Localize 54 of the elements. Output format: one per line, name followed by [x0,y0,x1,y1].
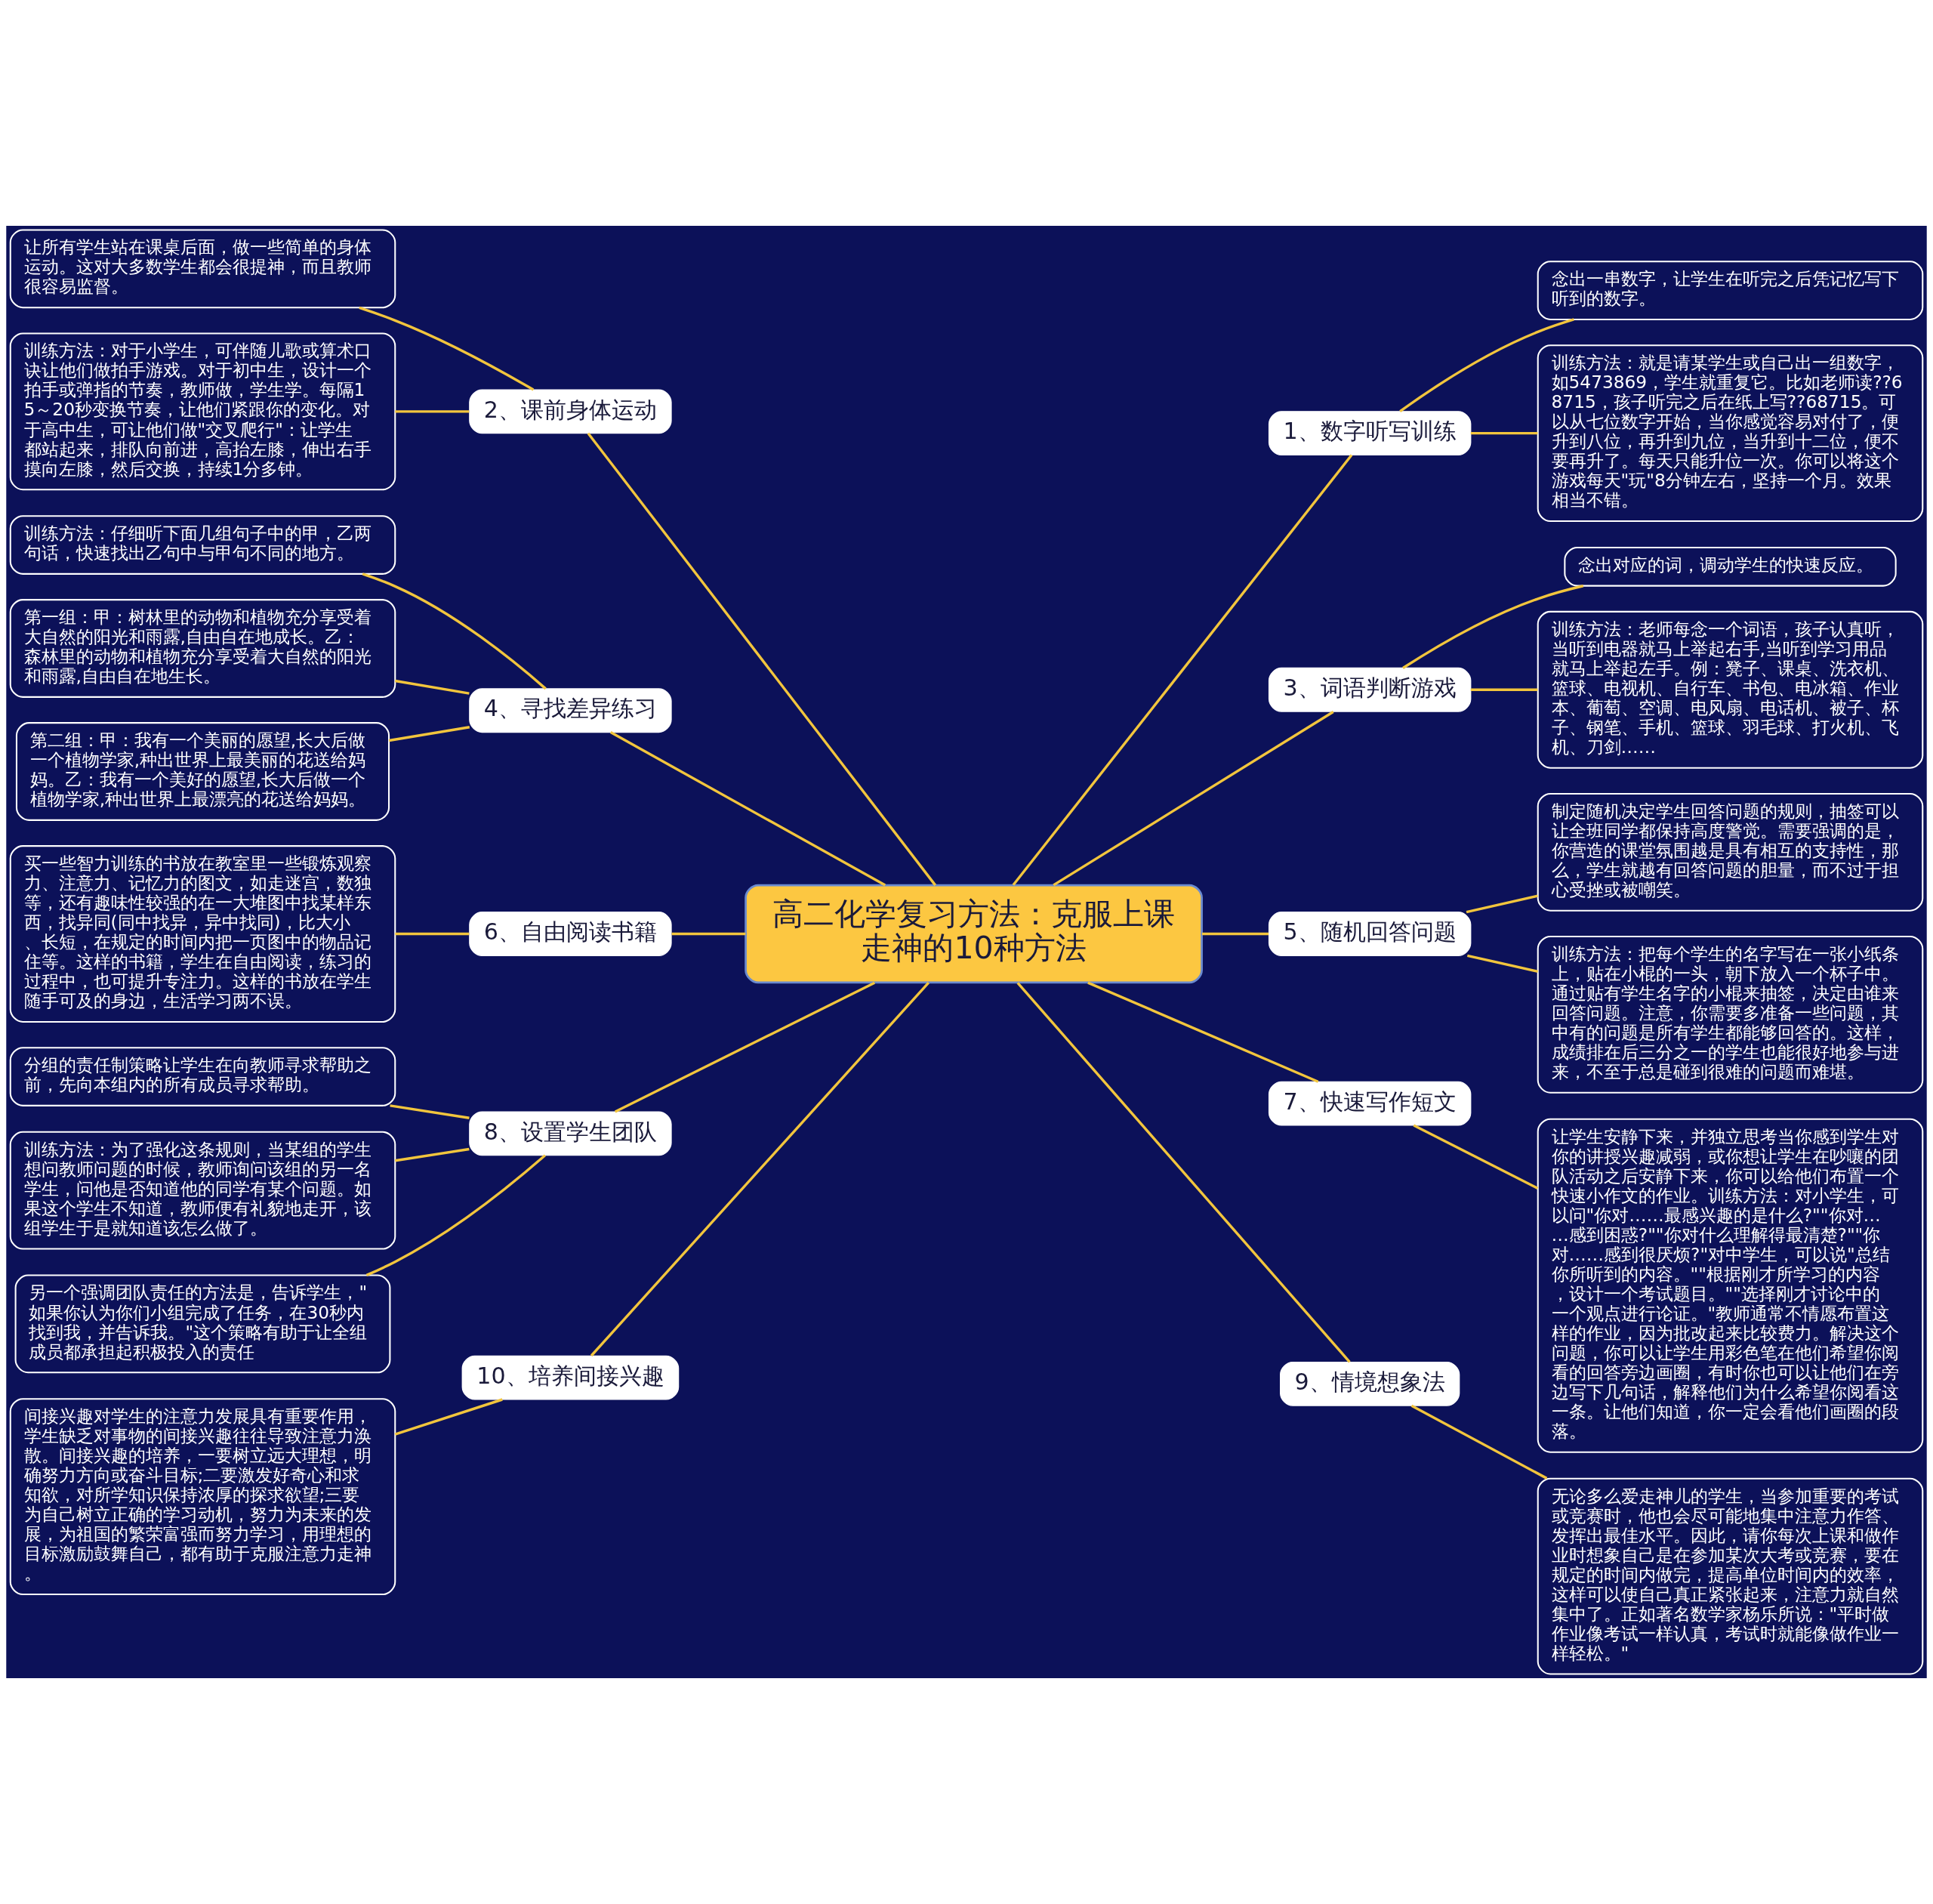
node-box: 训练方法：就是请某学生或自己出一组数字，如5473869，学生就重复它。比如老师读??68715，孩子听完之后在纸上写??68715。可以从七位数字开始，当你感觉容易对付了，便升到八位，再升到九位，当升到十二位，便不要再升了。每天只能升位一次。你可以将这个游戏每天"玩"8分钟左右，坚持一个月。效果相当不错。 [1537,344,1924,523]
node-box: 第二组：甲：我有一个美丽的愿望,长大后做一个植物学家,种出世界上最美丽的花送给妈妈。乙：我有一个美好的愿望,长大后做一个植物学家,种出世界上最漂亮的花送给妈妈。 [15,722,390,821]
node-box: 高二化学复习方法：克服上课走神的10种方法 [745,884,1203,984]
node-box: 训练方法：老师每念一个词语，孩子认真听，当听到电器就马上举起右手,当听到学习用品就马上举起左手。例：凳子、课桌、洗衣机、篮球、电视机、自行车、书包、电冰箱、作业本、葡萄、空调、电风扇、电话机、被子、杯子、钢笔、手机、篮球、羽毛球、打火机、飞机、刀剑…… [1537,610,1924,769]
node-box: 2、课前身体运动 [469,389,672,434]
node-box: 4、寻找差异练习 [469,688,672,733]
connector [671,932,746,936]
connector [590,982,930,1357]
connector [1470,431,1538,435]
connector [365,1154,546,1276]
connector [614,981,876,1113]
connector [395,932,470,936]
node-box: 训练方法：为了强化这条规则，当某组的学生想问教师问题的时候，教师询问该组的另一名学生，问他是否知道他的同学有某个问题。如果这个学生不知道，教师便有礼貌地走开，该组学生于是就知道该怎么做了。 [9,1131,396,1250]
node-box: 8、设置学生团队 [469,1111,672,1156]
node-box: 训练方法：对于小学生，可伴随儿歌或算术口诀让他们做拍手游戏。对于初中生，设计一个拍手或弹指的节奏，教师做，学生学。每隔15～20秒变换节奏，让他们紧跟你的变化。对于高中生，可让他们做"交叉爬行"：让学生都站起来，排队向前进，高抬左膝，伸出右手摸向左膝，然后交换，持续1分多钟。 [9,332,396,491]
connector [390,1104,470,1119]
connector [1012,454,1353,886]
node-box: 第一组：甲：树林里的动物和植物充分享受着大自然的阳光和雨露,自由自在地成长。乙：森林里的动物和植物充分享受着大自然的阳光和雨露,自由自在地生长。 [9,599,396,698]
node-box: 训练方法：仔细听下面几组句子中的甲，乙两句话，快速找出乙句中与甲句不同的地方。 [9,515,396,575]
node-box: 另一个强调团队责任的方法是，告诉学生，"如果你认为你们小组完成了任务，在30秒内找到我，并告诉我。"这个策略有助于让全组成员都承担起积极投入的责任 [14,1274,391,1374]
node-box: 念出一串数字，让学生在听完之后凭记忆写下听到的数字。 [1537,261,1924,320]
connector [1466,954,1539,973]
connector [587,432,937,887]
connector [395,679,470,695]
connector [1016,982,1351,1363]
connector [388,726,470,742]
connector [1413,1124,1539,1190]
connector [1087,981,1319,1083]
connector [1201,932,1269,936]
connector [1053,711,1334,887]
node-box: 念出对应的词，调动学生的快速反应。 [1564,546,1897,587]
node-box: 6、自由阅读书籍 [469,912,672,956]
connector [1466,894,1538,914]
node-box: 9、情境想象法 [1280,1361,1460,1406]
node-box: 间接兴趣对学生的注意力发展具有重要作用，学生缺乏对事物的间接兴趣往往导致注意力涣散。间接兴趣的培养，一要树立远大理想，明确努力方向或奋斗目标;二要激发好奇心和求知欲，对所学知识保持浓厚的探求欲望;三要为自己树立正确的学习动机，努力为未来的发展，为祖国的繁荣富强而努力学习，用理想的目标激励鼓舞自己，都有助于克服注意力走神。 [9,1398,396,1596]
node-box: 训练方法：把每个学生的名字写在一张小纸条上，贴在小棍的一头，朝下放入一个杯子中。通过贴有学生名字的小棍来抽签，决定由谁来回答问题。注意，你需要多准备一些问题，其中有的问题是所有学生都能够回答的。这样，成绩排在后三分之一的学生也能很好地参与进来，不至于总是碰到很难的问题而难堪。 [1537,935,1924,1094]
node-box: 买一些智力训练的书放在教室里一些锻炼观察力、注意力、记忆力的图文，如走迷宫，数独等，还有趣味性较强的在一大堆图中找某样东西，找异同(同中找异，异中找同)，比大小、长短，在规定的时间内把一页图中的物品记住等。这样的书籍，学生在自由阅读，练习的过程中，也可提升专注力。这样的书放在学生随手可及的身边，生活学习两不误。 [9,845,396,1023]
connector [1410,1404,1548,1480]
node-box: 让所有学生站在课桌后面，做一些简单的身体运动。这对大多数学生都会很提神，而且教师很容易监督。 [9,229,396,309]
node-box: 5、随机回答问题 [1268,912,1472,956]
node-box: 让学生安静下来，并独立思考当你感到学生对你的讲授兴趣减弱，或你想让学生在吵嚷的团队活动之后安静下来，你可以给他们布置一个快速小作文的作业。训练方法：对小学生，可以问"你对……最感兴趣的是什么?""你对……感到困惑?""你对什么理解得最清楚?""你对……感到很厌烦?"对中学生，可以说"总结你所听到的内容。""根据刚才所学习的内容，设计一个考试题目。""选择刚才讨论中的一个观点进行论证。"教师通常不情愿布置这样的作业，因为批改起来比较费力。解决这个问题，你可以让学生用彩色笔在他们希望你阅看的回答旁边画圈，有时你也可以让他们在旁边写下几句话，解释他们为什么希望你阅看这一条。让他们知道，你一定会看他们画圈的段落。 [1537,1118,1924,1453]
node-box: 3、词语判断游戏 [1268,667,1472,712]
node-box: 无论多么爱走神儿的学生，当参加重要的考试或竞赛时，他也会尽可能地集中注意力作答、发挥出最佳水平。因此，请你每次上课和做作业时想象自己是在参加某次大考或竞赛，要在规定的时间内做完，提高单位时间内的效率，这样可以使自己真正紧张起来，注意力就自然集中了。正如著名数学家杨乐所说："平时做作业像考试一样认真，考试时就能像做作业一样轻松。" [1537,1477,1924,1675]
connector [394,1398,503,1436]
node-box: 7、快速写作短文 [1268,1081,1472,1126]
connector [1402,585,1584,669]
connector [609,731,886,887]
connector [395,1147,470,1162]
node-box: 10、培养间接兴趣 [461,1355,680,1400]
node-box: 制定随机决定学生回答问题的规则，抽签可以让全班同学都保持高度警觉。需要强调的是，你营造的课堂氛围越是具有相互的支持性，那么，学生就越有回答问题的胆量，而不过于担心受挫或被嘲笑。 [1537,792,1924,912]
node-box: 1、数字听写训练 [1268,411,1472,456]
connector [395,410,470,413]
connector [1470,688,1538,691]
node-box: 分组的责任制策略让学生在向教师寻求帮助之前，先向本组内的所有成员寻求帮助。 [9,1047,396,1106]
